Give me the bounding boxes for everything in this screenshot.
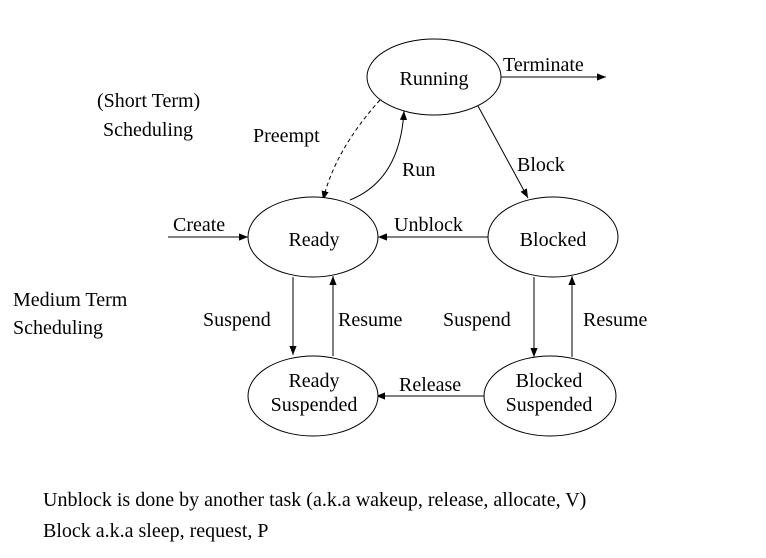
- run-label: Run: [402, 159, 435, 181]
- unblock-label: Unblock: [394, 214, 463, 236]
- run-arrow: [349, 110, 408, 201]
- block-label: Block: [517, 154, 565, 176]
- terminate-label: Terminate: [503, 54, 584, 76]
- blocked-suspended-label-line2: Suspended: [506, 394, 593, 416]
- ready-label: Ready: [288, 229, 339, 251]
- short-term-label-line2: Scheduling: [103, 119, 193, 141]
- preempt-label: Preempt: [253, 125, 320, 147]
- running-label: Running: [400, 68, 469, 90]
- state-running: [366, 38, 502, 116]
- blocked-suspended-label-line1: Blocked: [516, 370, 583, 392]
- create-label: Create: [173, 214, 225, 236]
- note-block: Block a.k.a sleep, request, P: [43, 520, 269, 542]
- state-ready-suspended: [247, 355, 379, 437]
- ready-suspended-label-line2: Suspended: [271, 394, 358, 416]
- short-term-label-line1: (Short Term): [97, 90, 200, 112]
- resume-ready-label: Resume: [338, 309, 403, 331]
- resume-blocked-label: Resume: [583, 309, 648, 331]
- state-blocked-suspended: [483, 355, 617, 437]
- ready-suspended-label-line1: Ready: [288, 370, 339, 392]
- suspend-ready-label: Suspend: [203, 309, 271, 331]
- medium-term-label-line2: Scheduling: [13, 317, 103, 339]
- state-ready: [247, 196, 379, 278]
- release-label: Release: [399, 374, 461, 396]
- state-blocked: [487, 196, 619, 278]
- blocked-label: Blocked: [520, 229, 587, 251]
- suspend-blocked-label: Suspend: [443, 309, 511, 331]
- block-arrow: [477, 105, 529, 199]
- note-unblock: Unblock is done by another task (a.k.a w…: [43, 489, 586, 511]
- medium-term-label-line1: Medium Term: [13, 289, 128, 311]
- preempt-arrow: [321, 99, 381, 201]
